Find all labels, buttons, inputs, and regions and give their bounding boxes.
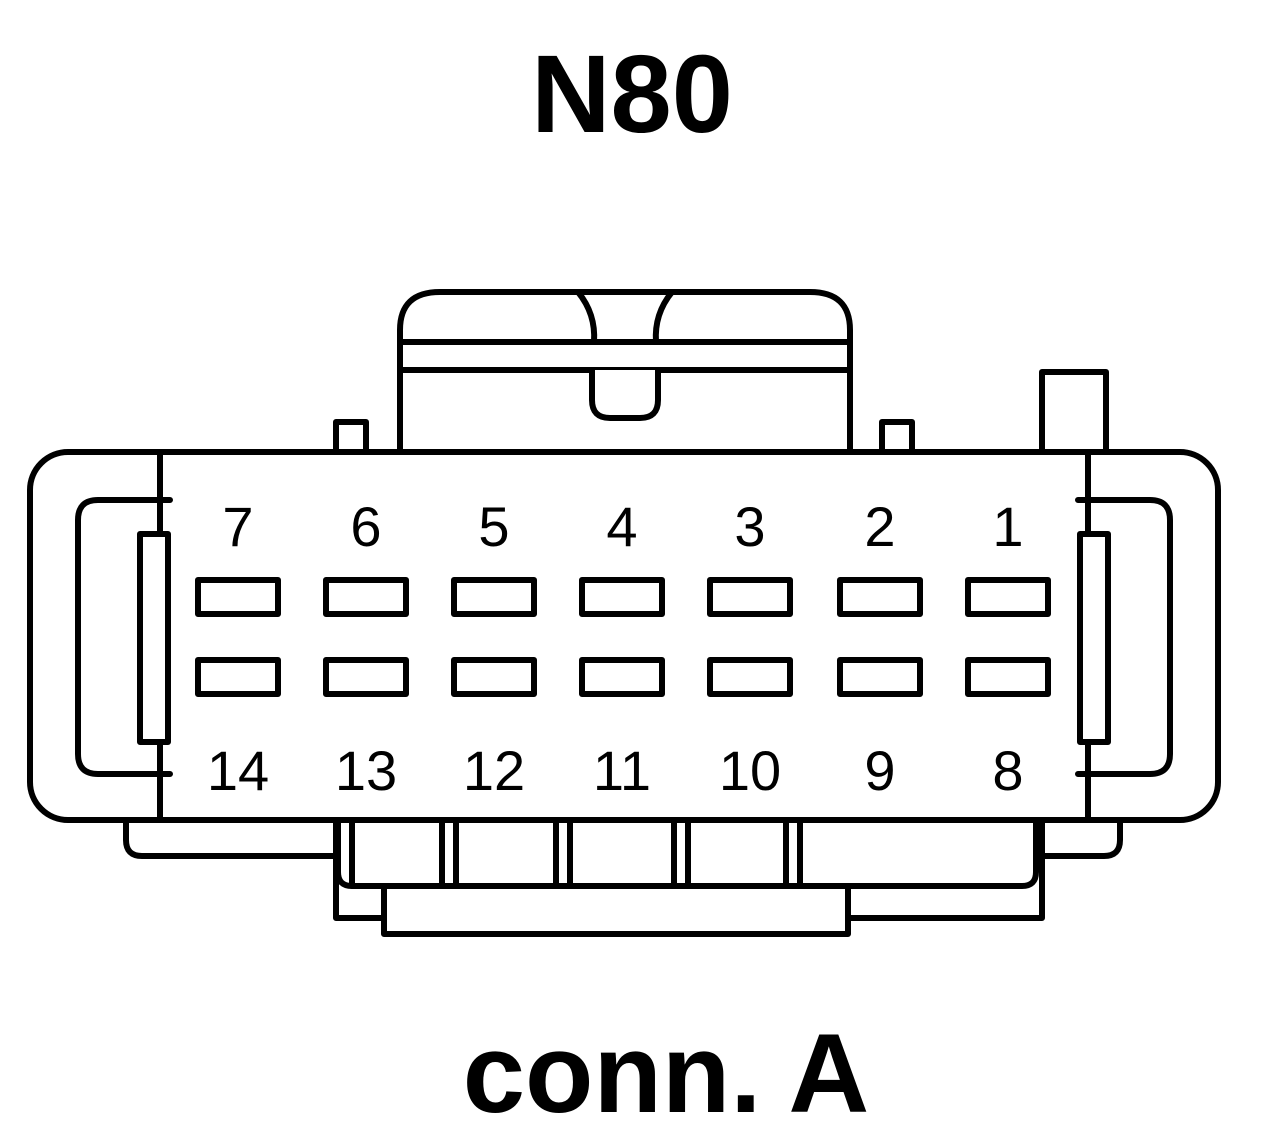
- pin-number-2: 2: [864, 495, 895, 558]
- pin-number-8: 8: [992, 739, 1023, 802]
- pin-cavity-14: [195, 657, 281, 697]
- key-tab-right: [879, 419, 915, 457]
- pin-cavity-12: [451, 657, 537, 697]
- connector-rear-housing: [123, 815, 1123, 937]
- pin-number-13: 13: [335, 739, 397, 802]
- key-post: [1039, 369, 1109, 457]
- connector-label: conn. A: [463, 1011, 870, 1136]
- pin-labels: 7 6 5 4 3 2 1 14 13 12 11 10 9 8: [207, 495, 1024, 802]
- pin-number-7: 7: [222, 495, 253, 558]
- connector-latch: [397, 289, 853, 455]
- pin-number-6: 6: [350, 495, 381, 558]
- pin-cavity-13: [323, 657, 409, 697]
- pin-number-5: 5: [478, 495, 509, 558]
- side-lock-left: [75, 497, 173, 777]
- pin-number-9: 9: [864, 739, 895, 802]
- pin-cavity-3: [707, 577, 793, 617]
- connector-body: [27, 449, 1221, 823]
- pin-cavities: [195, 577, 1051, 697]
- pin-cavity-8: [965, 657, 1051, 697]
- pin-cavity-5: [451, 577, 537, 617]
- pin-number-12: 12: [463, 739, 525, 802]
- pin-cavity-6: [323, 577, 409, 617]
- pin-cavity-11: [579, 657, 665, 697]
- pin-number-3: 3: [734, 495, 765, 558]
- pin-cavity-10: [707, 657, 793, 697]
- side-lock-right: [1075, 497, 1173, 777]
- pin-cavity-2: [837, 577, 923, 617]
- connector-name: N80: [531, 33, 733, 156]
- pin-cavity-7: [195, 577, 281, 617]
- pin-number-1: 1: [992, 495, 1023, 558]
- pin-number-14: 14: [207, 739, 269, 802]
- pin-number-4: 4: [606, 495, 637, 558]
- pin-cavity-1: [965, 577, 1051, 617]
- pin-number-11: 11: [593, 739, 651, 802]
- pin-cavity-4: [579, 577, 665, 617]
- pin-number-10: 10: [719, 739, 781, 802]
- pin-cavity-9: [837, 657, 923, 697]
